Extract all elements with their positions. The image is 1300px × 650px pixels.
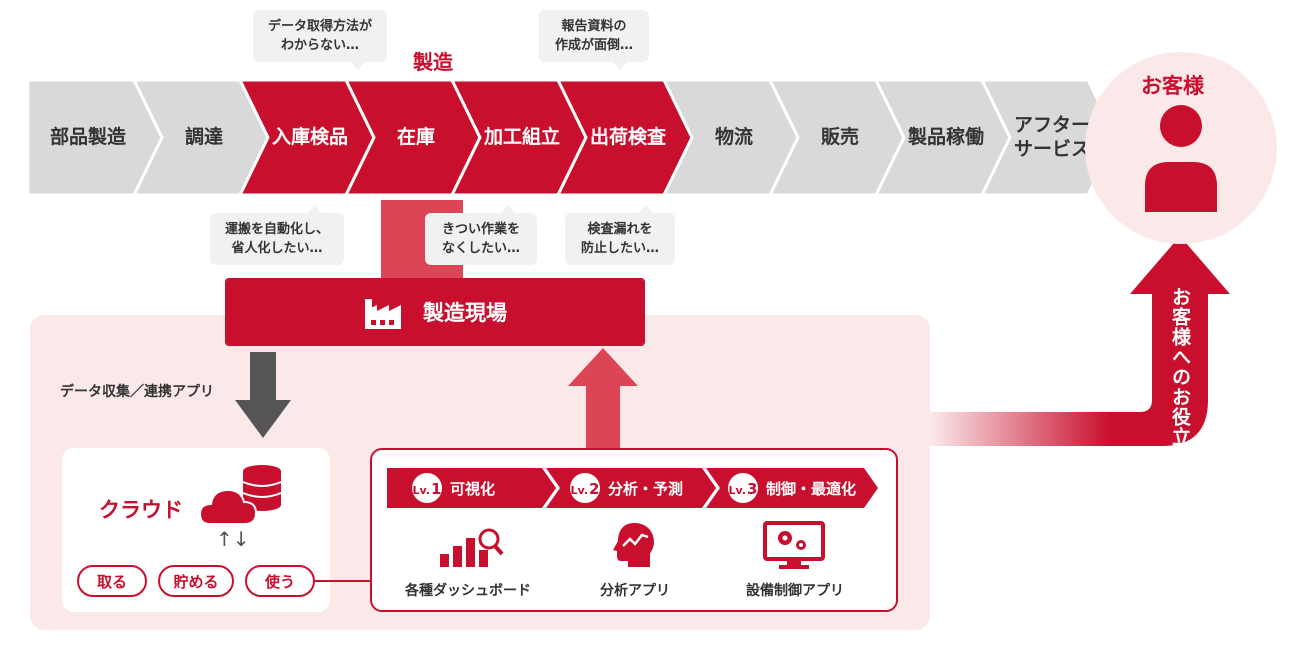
level-3-label: 制御・最適化 — [766, 479, 857, 498]
process-step: 加工組立 — [458, 80, 572, 195]
level-3-badge: Lv.3 — [728, 473, 758, 503]
data-collection-arrow — [235, 352, 291, 438]
level-3-chevron: Lv.3 制御・最適化 — [728, 468, 856, 508]
bubble-data-acquisition: データ取得方法が わからない… — [253, 10, 387, 70]
manufacturing-label: 製造 — [413, 50, 453, 74]
bubble-automation: 運搬を自動化し、 省人化したい… — [210, 205, 344, 265]
level-2-chevron: Lv.2 分析・予測 — [570, 468, 683, 508]
benefit-arrow — [930, 236, 1230, 446]
person-icon — [1145, 105, 1217, 212]
process-step: 出荷検査 — [564, 80, 678, 195]
process-step: 調達 — [140, 80, 254, 195]
customer-label: お客様 — [1141, 74, 1204, 98]
action-store-pill: 貯める — [158, 565, 234, 597]
factory-label: 製造現場 — [423, 301, 507, 325]
process-step-label: 出荷検査 — [589, 125, 666, 148]
level-1-app-label: 各種ダッシュボード — [405, 583, 531, 599]
process-step: 物流 — [670, 80, 784, 195]
process-step-label: 調達 — [184, 125, 223, 148]
process-step-label: 入庫検品 — [271, 125, 348, 148]
process-step: 入庫検品 — [246, 80, 360, 195]
process-step-label: 製品稼働 — [907, 125, 984, 148]
feedback-up-arrow — [568, 348, 638, 450]
process-step-label: 物流 — [714, 125, 753, 148]
cloud-sync-arrows: ↑↓ — [216, 527, 250, 551]
cloud-to-levels-line — [315, 580, 372, 582]
process-step: アフター サービス — [988, 80, 1102, 195]
bubble-inspection: 検査漏れを 防止したい… — [565, 205, 675, 265]
process-step: 在庫 — [352, 80, 466, 195]
process-step-shape — [979, 78, 1118, 197]
level-3-app-label: 設備制御アプリ — [746, 583, 844, 599]
data-collection-label: データ収集／連携アプリ — [60, 384, 214, 400]
bubble-report-creation: 報告資料の 作成が面倒… — [539, 10, 649, 70]
cloud-database-icon — [200, 465, 282, 525]
bubble-hard-work: きつい作業を なくしたい… — [425, 205, 537, 265]
level-2-badge: Lv.2 — [570, 473, 600, 503]
process-step: 販売 — [776, 80, 890, 195]
benefit-label: お客様へのお役立ち — [1169, 287, 1191, 467]
level-1-badge: Lv.1 — [412, 473, 442, 503]
level-1-chevron: Lv.1 可視化 — [412, 468, 495, 508]
process-step-label: アフター サービス — [1013, 113, 1090, 160]
process-step-label: 部品製造 — [49, 125, 126, 148]
cloud-label: クラウド — [99, 498, 183, 522]
action-use-pill: 使う — [245, 565, 315, 597]
process-step-label: 加工組立 — [483, 125, 560, 148]
process-step: 製品稼働 — [882, 80, 996, 195]
head-analysis-icon — [613, 523, 654, 567]
level-1-label: 可視化 — [450, 479, 496, 498]
level-2-label: 分析・予測 — [608, 479, 684, 498]
factory-bar: 製造現場 — [225, 278, 645, 346]
process-step: 部品製造 — [28, 80, 148, 195]
action-take-pill: 取る — [77, 565, 147, 597]
monitor-gears-icon — [763, 521, 825, 569]
process-step-label: 販売 — [820, 125, 859, 148]
level-2-app-label: 分析アプリ — [600, 583, 670, 599]
process-chain-shapes — [26, 78, 1118, 197]
bar-chart-magnifier-icon — [440, 528, 504, 567]
factory-icon — [365, 299, 401, 329]
process-step-label: 在庫 — [396, 125, 435, 148]
